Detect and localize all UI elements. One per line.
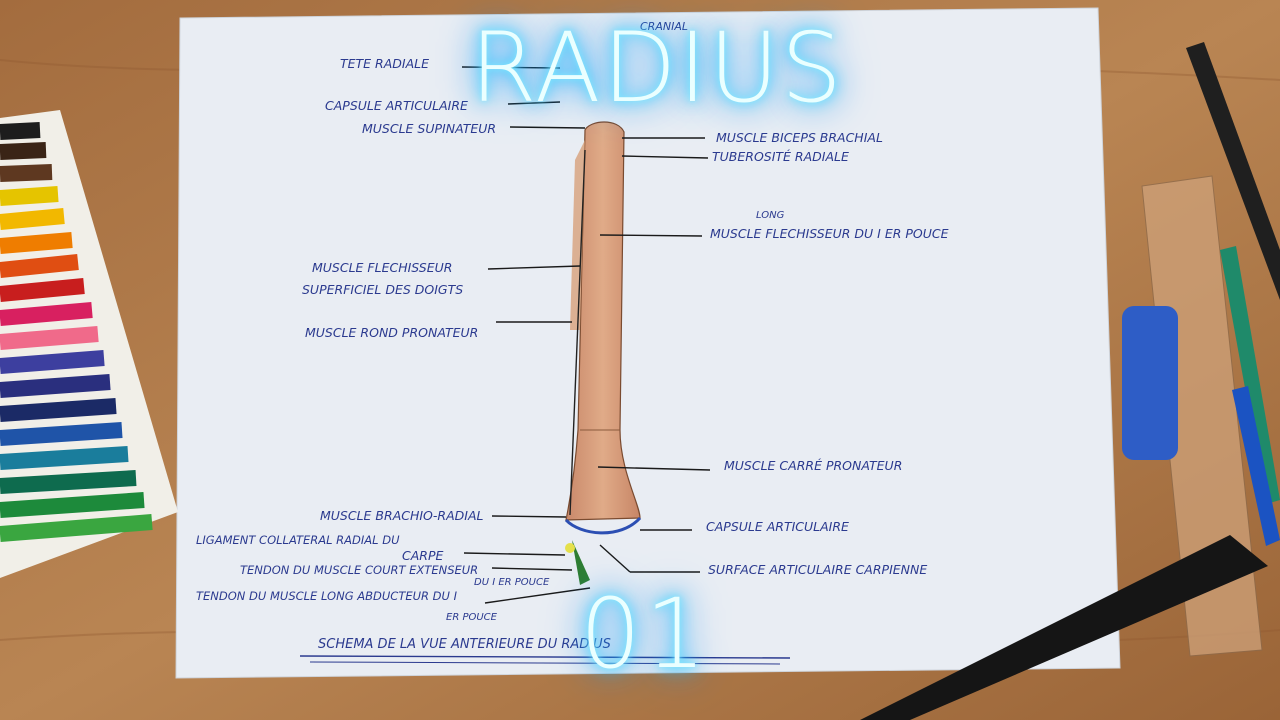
label-cranial: CRANIAL [640,20,688,33]
label-tendon-court-extenseur: TENDON DU MUSCLE COURT EXTENSEUR [240,563,478,577]
blue-pen-cap [1122,306,1178,460]
label-tete-radiale: TETE RADIALE [340,56,429,71]
leader-lines [461,66,711,604]
paper-sheet [175,7,1121,679]
colored-pencils-box [0,110,178,578]
label-superficiel-des-doigts: SUPERFICIEL DES DOIGTS [302,282,463,297]
label-long: LONG [756,210,785,221]
label-surface-articulaire-carpienne: SURFACE ARTICULAIRE CARPIENNE [708,562,927,577]
label-capsule-articulaire-bottom: CAPSULE ARTICULAIRE [706,519,849,534]
label-muscle-rond-pronateur: MUSCLE ROND PRONATEUR [305,325,478,340]
pen [1186,42,1280,300]
caption-underline [299,655,791,659]
radius-bone-drawing [564,121,642,585]
pencil-green [1220,246,1280,504]
label-muscle-flechisseur: MUSCLE FLECHISSEUR [312,260,452,275]
label-muscle-supinateur: MUSCLE SUPINATEUR [362,121,496,136]
label-capsule-articulaire-top: CAPSULE ARTICULAIRE [325,98,468,113]
label-muscle-carre-pronateur: MUSCLE CARRÉ PRONATEUR [724,458,902,473]
black-marker [860,535,1268,720]
episode-number-overlay: 01 [579,578,711,690]
label-muscle-biceps-brachial: MUSCLE BICEPS BRACHIAL [716,130,883,145]
pencil-blue [1232,386,1280,546]
caption-schema: SCHEMA DE LA VUE ANTERIEURE DU RADIUS [318,637,611,652]
label-tuberosite-radiale: TUBEROSITÉ RADIALE [712,149,849,164]
video-title-overlay: RADIUS [470,12,844,124]
label-er-pouce: ER POUCE [446,612,498,623]
label-tendon-long-abducteur: TENDON DU MUSCLE LONG ABDUCTEUR DU I [196,589,458,603]
ruler [1141,175,1263,657]
label-du-i-er-pouce: DU I ER POUCE [474,577,550,588]
label-ligament-collateral: LIGAMENT COLLATERAL RADIAL DU [196,533,400,547]
label-carpe: CARPE [402,548,444,563]
label-muscle-brachio-radial: MUSCLE BRACHIO-RADIAL [320,508,484,523]
label-muscle-flechisseur-pouce: MUSCLE FLECHISSEUR DU I ER POUCE [710,226,949,241]
